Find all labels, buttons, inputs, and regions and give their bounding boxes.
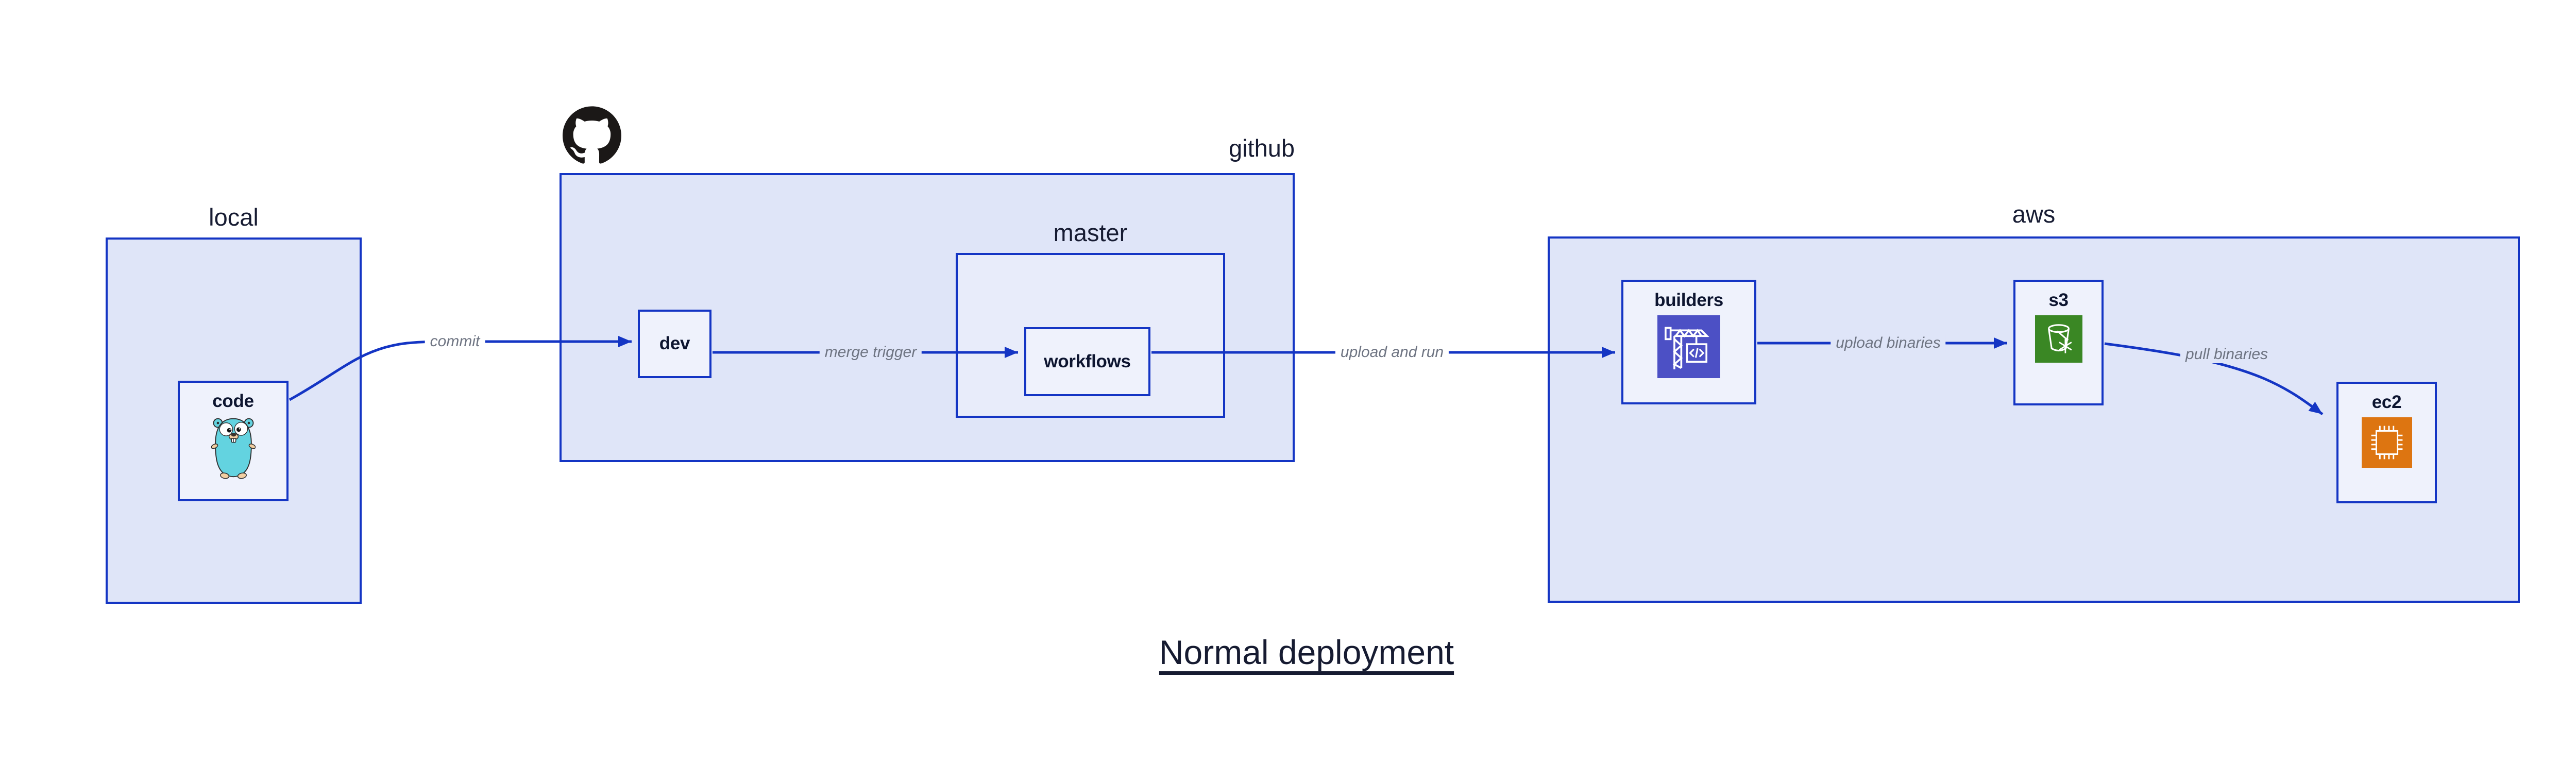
aws-ec2-chip-icon [2361, 417, 2412, 468]
node-dev: dev [638, 310, 711, 378]
edge-label-commit: commit [425, 333, 485, 350]
node-workflows: workflows [1024, 327, 1150, 396]
edge-label-pull-binaries: pull binaries [2180, 346, 2274, 363]
aws-s3-bucket-icon [2035, 315, 2082, 363]
edge-label-upload-and-run: upload and run [1335, 344, 1449, 361]
node-label-ec2: ec2 [2371, 392, 2402, 412]
container-label-master: master [1053, 219, 1128, 246]
edge-label-merge-trigger: merge trigger [819, 344, 922, 361]
node-label-workflows: workflows [1044, 351, 1131, 371]
container-label-local: local [209, 203, 259, 231]
node-builders: builders [1621, 280, 1756, 404]
node-code: code [178, 381, 289, 501]
edge-label-upload-binaries: upload binaries [1831, 334, 1946, 352]
node-s3: s3 [2013, 280, 2104, 405]
node-label-code: code [212, 391, 254, 411]
node-label-s3: s3 [2048, 290, 2069, 310]
node-ec2: ec2 [2336, 382, 2437, 503]
github-logo-icon [563, 106, 621, 164]
node-label-dev: dev [659, 333, 690, 354]
container-label-github: github [1228, 134, 1295, 162]
diagram-title: Normal deployment [1159, 633, 1454, 671]
container-label-aws: aws [2012, 200, 2056, 228]
node-label-builders: builders [1654, 290, 1723, 310]
aws-codebuild-crane-icon [1657, 315, 1720, 379]
go-gopher-icon [211, 418, 256, 479]
